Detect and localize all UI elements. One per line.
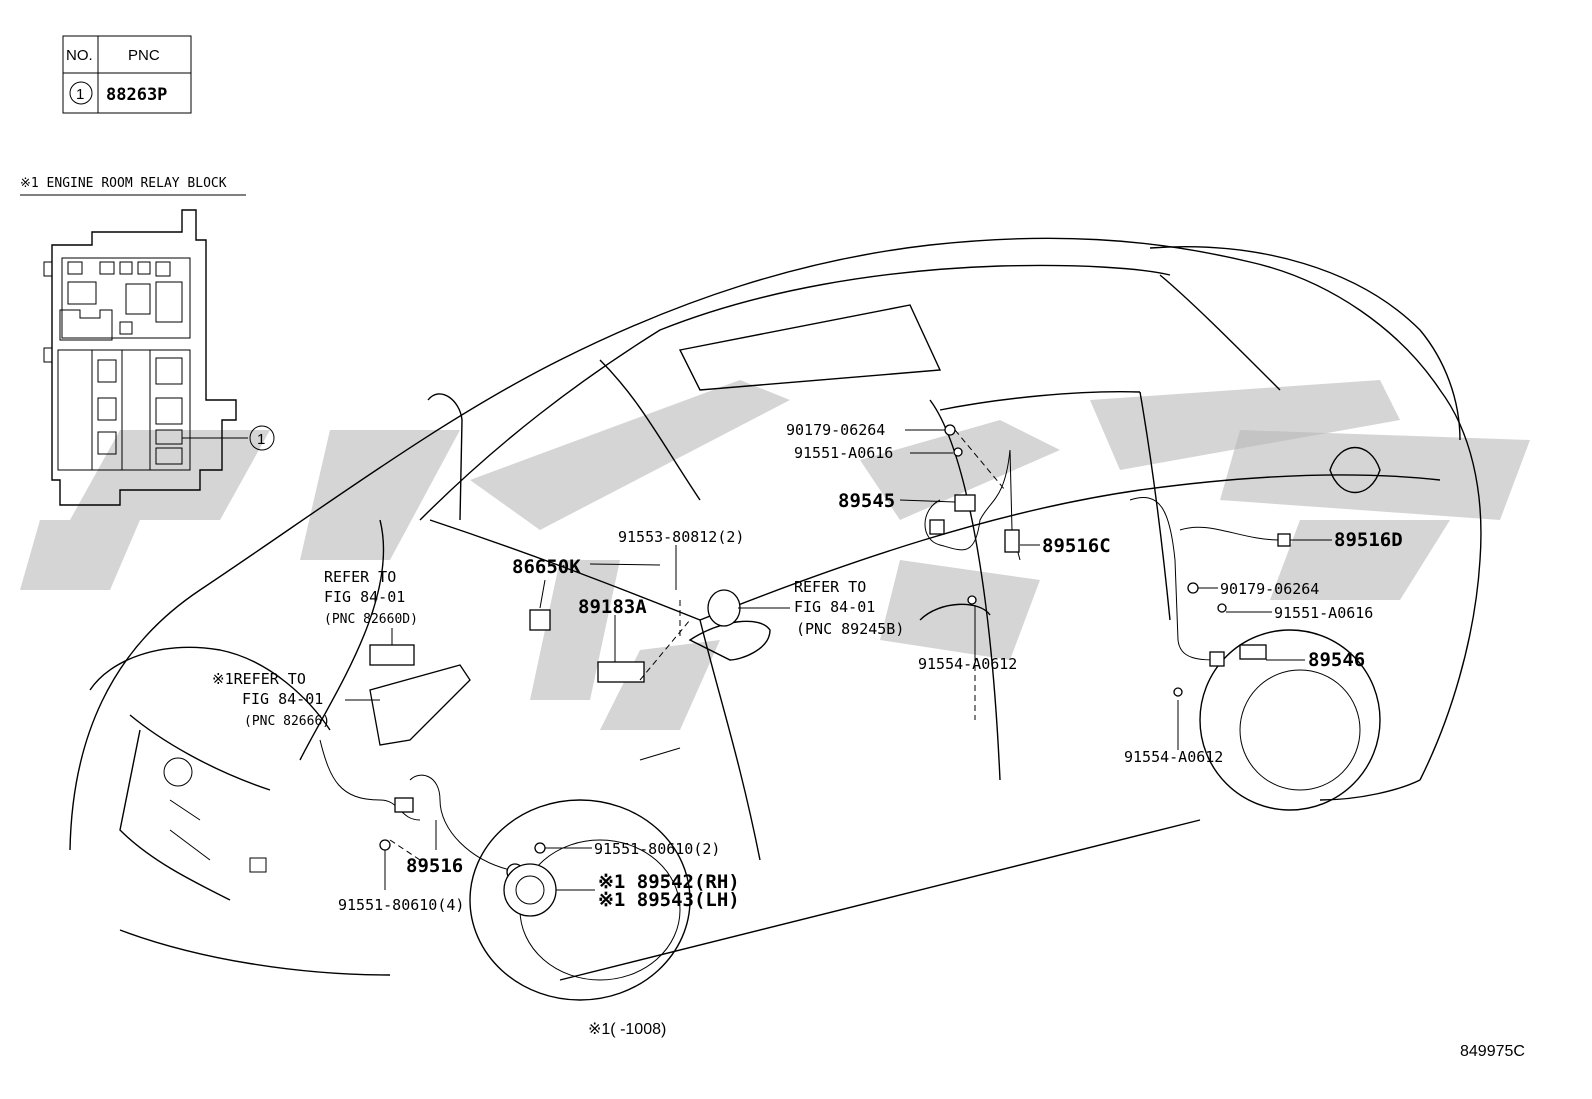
inset-title: ※1 ENGINE ROOM RELAY BLOCK: [20, 176, 227, 191]
callout-90179-06264-right: 90179-06264: [1220, 580, 1319, 598]
callout-89183a: 89183A: [578, 596, 647, 618]
table-header-pnc: PNC: [128, 47, 160, 64]
callout-89542-rh: ※1 89542(RH): [598, 871, 740, 893]
table-row-no: 1: [76, 86, 84, 103]
table-row-pnc: 88263P: [106, 85, 167, 105]
ref-x-line3: (PNC 82666): [244, 714, 330, 729]
callout-91551-80610-2: 91551-80610(2): [594, 840, 720, 858]
ref-mid-line3: (PNC 89245B): [796, 620, 904, 638]
relay-block-inset: ※1 ENGINE ROOM RELAY BLOCK 1: [20, 176, 275, 506]
parts: [319, 424, 1291, 917]
callout-89516d: 89516D: [1334, 529, 1403, 551]
ref-left-line1: REFER TO: [324, 568, 396, 586]
callout-89516: 89516: [406, 855, 463, 877]
figure-code: 849975C: [1460, 1043, 1525, 1060]
ref-left-line2: FIG 84-01: [324, 588, 405, 606]
callout-91551-80610-4: 91551-80610(4): [338, 896, 464, 914]
callout-89545: 89545: [838, 490, 895, 512]
callout-91553-80812: 91553-80812(2): [618, 528, 744, 546]
callout-91554-a0612-right: 91554-A0612: [1124, 748, 1223, 766]
footnote: ※1( -1008): [588, 1021, 666, 1038]
callout-89516c: 89516C: [1042, 535, 1111, 557]
callout-91551-a0616-top: 91551-A0616: [794, 444, 893, 462]
callout-91554-a0612-mid: 91554-A0612: [918, 655, 1017, 673]
ref-mid-line2: FIG 84-01: [794, 598, 875, 616]
ref-mid-line1: REFER TO: [794, 578, 866, 596]
callout-labels: 90179-06264 91551-A0616 89545 89516C 895…: [212, 421, 1403, 914]
ref-x-line1: ※1REFER TO: [212, 670, 306, 688]
pnc-table: NO. PNC 1 88263P: [62, 35, 192, 114]
leader-lines: [345, 429, 1332, 891]
table-header-no: NO.: [66, 47, 93, 64]
ref-x-line2: FIG 84-01: [242, 690, 323, 708]
callout-86650k: 86650K: [512, 556, 581, 578]
callout-91551-a0616-right: 91551-A0616: [1274, 604, 1373, 622]
callout-89546: 89546: [1308, 649, 1365, 671]
callout-90179-06264-top: 90179-06264: [786, 421, 885, 439]
inset-callout: 1: [257, 431, 265, 448]
callout-89543-lh: ※1 89543(LH): [598, 889, 740, 911]
car-body: [69, 237, 1482, 1001]
ref-left-line3: (PNC 82660D): [324, 612, 418, 627]
